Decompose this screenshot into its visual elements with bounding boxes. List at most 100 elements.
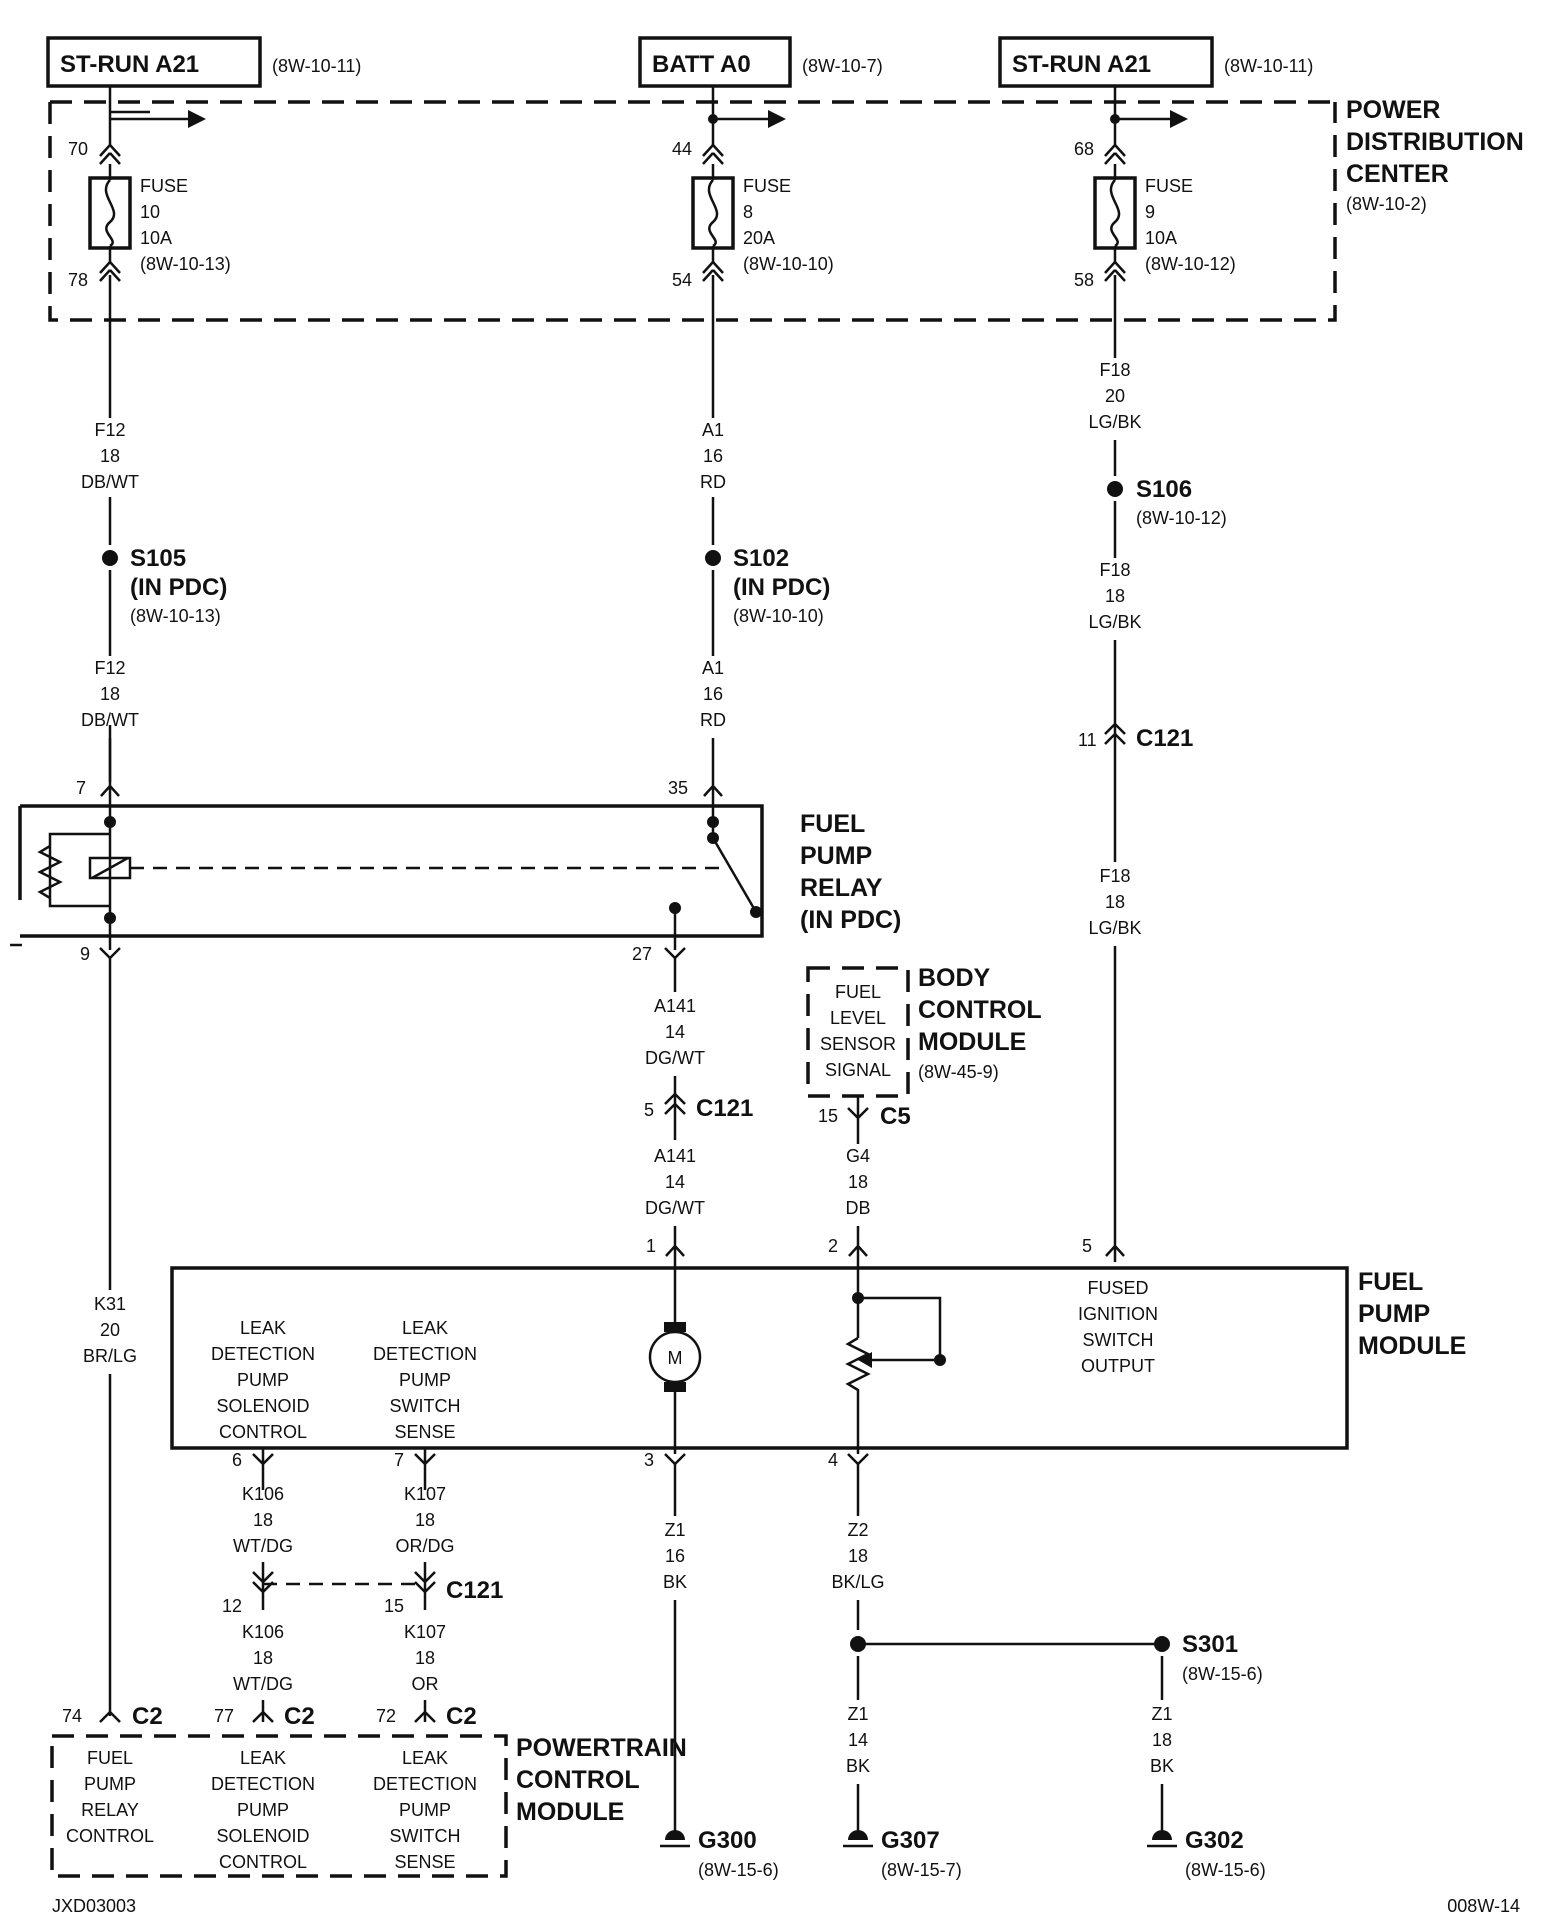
source-center-ref: (8W-10-7) <box>802 56 883 76</box>
wire-a141b-color: DG/WT <box>645 1198 705 1218</box>
wire-z1-18-code: Z1 <box>1151 1704 1172 1724</box>
wire-z1-16-color: BK <box>663 1572 687 1592</box>
wire-k106-color: WT/DG <box>233 1536 293 1556</box>
wire-a1-color: RD <box>700 472 726 492</box>
fuse-9-ref: (8W-10-12) <box>1145 254 1236 274</box>
pin-module-4: 4 <box>828 1450 838 1470</box>
pin-relay-27: 27 <box>632 944 652 964</box>
pin-module-6: 6 <box>232 1450 242 1470</box>
splice-s102-id: S102 <box>733 545 789 572</box>
module-fused-l2: IGNITION <box>1078 1304 1158 1324</box>
connector-c2-b: C2 <box>284 1703 315 1730</box>
circuit-z1-g300: Z1 16 BK G300 (8W-15-6) <box>660 1464 779 1880</box>
wire-a1-gauge: 16 <box>703 446 723 466</box>
wire-k31-gauge: 20 <box>100 1320 120 1340</box>
wire-f18-color: LG/BK <box>1088 412 1141 432</box>
wire-a141-code: A141 <box>654 996 696 1016</box>
pin-module-3: 3 <box>644 1450 654 1470</box>
pin-4-connector <box>847 1453 869 1466</box>
splice-s102-note: (IN PDC) <box>733 574 830 601</box>
pdc-label-3: CENTER <box>1346 160 1449 188</box>
wire-f18b-gauge: 18 <box>1105 586 1125 606</box>
connector-c2-c: C2 <box>446 1703 477 1730</box>
fuse-8-in-pin: 44 <box>672 139 692 159</box>
wire-f18c-gauge: 18 <box>1105 892 1125 912</box>
wire-z1-14-color: BK <box>846 1756 870 1776</box>
wire-k107b-code: K107 <box>404 1622 446 1642</box>
ground-g300-ref: (8W-15-6) <box>698 1860 779 1880</box>
connector-c5: C5 <box>880 1103 911 1130</box>
relay-label-1: FUEL <box>800 810 865 838</box>
pin-relay-9: 9 <box>80 944 90 964</box>
circuit-k106-k107: K106 18 WT/DG K107 18 OR/DG 12 15 C121 K… <box>214 1484 503 1730</box>
pin-pcm-74: 74 <box>62 1706 82 1726</box>
source-right-name: ST-RUN A21 <box>1012 51 1151 78</box>
pin-module-7: 7 <box>394 1450 404 1470</box>
wire-a1b-color: RD <box>700 710 726 730</box>
wire-z1-16-code: Z1 <box>664 1520 685 1540</box>
wire-g4-code: G4 <box>846 1146 870 1166</box>
pcm-label-3: MODULE <box>516 1798 624 1826</box>
module-fused-l3: SWITCH <box>1083 1330 1154 1350</box>
pcm-sense-l3: PUMP <box>399 1800 451 1820</box>
pin-c121-15: 15 <box>384 1596 404 1616</box>
splice-s105-ref: (8W-10-13) <box>130 606 221 626</box>
circuit-k31: K31 20 BR/LG 74 C2 <box>62 958 163 1730</box>
wire-k31-color: BR/LG <box>83 1346 137 1366</box>
wire-a141b-code: A141 <box>654 1146 696 1166</box>
relay-label-3: RELAY <box>800 874 883 902</box>
pin-relay-35: 35 <box>668 778 688 798</box>
circuit-a141: A141 14 DG/WT 5 C121 A141 14 DG/WT 1 <box>644 958 753 1262</box>
bcm-signal-1: FUEL <box>835 982 881 1002</box>
wire-z1-18-gauge: 18 <box>1152 1730 1172 1750</box>
module-label-1: FUEL <box>1358 1268 1423 1296</box>
fuse-9-number: 9 <box>1145 202 1155 222</box>
fuel-pump-module: FUEL PUMP MODULE LEAK DETECTION PUMP SOL… <box>170 1262 1466 1454</box>
module-solenoid-l2: DETECTION <box>211 1344 315 1364</box>
wire-a1b-code: A1 <box>702 658 724 678</box>
pin-pcm-72: 72 <box>376 1706 396 1726</box>
connector-c121-bottom: C121 <box>446 1577 503 1604</box>
fuse-9: 68 58 FUSE 9 10A (8W-10-12) <box>1074 86 1236 320</box>
source-right: ST-RUN A21 (8W-10-11) <box>998 36 1313 88</box>
wire-k107-gauge: 18 <box>415 1510 435 1530</box>
module-fused-l1: FUSED <box>1087 1278 1148 1298</box>
fuse-10-label: FUSE <box>140 176 188 196</box>
powertrain-control-module: FUEL PUMP RELAY CONTROL LEAK DETECTION P… <box>50 1734 687 1878</box>
body-control-module: FUEL LEVEL SENSOR SIGNAL BODY CONTROL MO… <box>806 964 1042 1098</box>
ground-g307-ref: (8W-15-7) <box>881 1860 962 1880</box>
fuel-pump-relay: FUEL PUMP RELAY (IN PDC) <box>10 800 901 950</box>
wire-z1-16-gauge: 16 <box>665 1546 685 1566</box>
bcm-label-2: CONTROL <box>918 996 1042 1024</box>
module-sense-l5: SENSE <box>394 1422 455 1442</box>
wire-f12-gauge: 18 <box>100 446 120 466</box>
wire-f12b-code: F12 <box>94 658 125 678</box>
fuse-10: 70 78 FUSE 10 10A (8W-10-13) <box>68 86 231 320</box>
fuse-8-ref: (8W-10-10) <box>743 254 834 274</box>
source-right-ref: (8W-10-11) <box>1224 56 1313 76</box>
module-solenoid-l5: CONTROL <box>219 1422 307 1442</box>
wire-f18c-color: LG/BK <box>1088 918 1141 938</box>
module-fused-l4: OUTPUT <box>1081 1356 1155 1376</box>
wire-k107b-gauge: 18 <box>415 1648 435 1668</box>
source-left-ref: (8W-10-11) <box>272 56 361 76</box>
footer-left-code: JXD03003 <box>52 1896 136 1916</box>
pcm-relay-l3: RELAY <box>81 1800 139 1820</box>
wire-a141b-gauge: 14 <box>665 1172 685 1192</box>
fuse-9-label: FUSE <box>1145 176 1193 196</box>
wire-a1b-gauge: 16 <box>703 684 723 704</box>
pin-module-2: 2 <box>828 1236 838 1256</box>
footer-right-code: 008W-14 <box>1447 1896 1520 1916</box>
wire-f18-code: F18 <box>1099 360 1130 380</box>
wire-k106b-gauge: 18 <box>253 1648 273 1668</box>
fuse-8: 44 54 FUSE 8 20A (8W-10-10) <box>672 86 834 320</box>
bcm-ref: (8W-45-9) <box>918 1062 999 1082</box>
wire-z2-code: Z2 <box>847 1520 868 1540</box>
circuit-a1: A1 16 RD S102 (IN PDC) (8W-10-10) A1 16 … <box>668 320 830 800</box>
pcm-solenoid-l4: SOLENOID <box>216 1826 309 1846</box>
module-solenoid-l1: LEAK <box>240 1318 286 1338</box>
fuse-8-out-pin: 54 <box>672 270 692 290</box>
fuse-8-label: FUSE <box>743 176 791 196</box>
pcm-label-2: CONTROL <box>516 1766 640 1794</box>
pcm-relay-l1: FUEL <box>87 1748 133 1768</box>
